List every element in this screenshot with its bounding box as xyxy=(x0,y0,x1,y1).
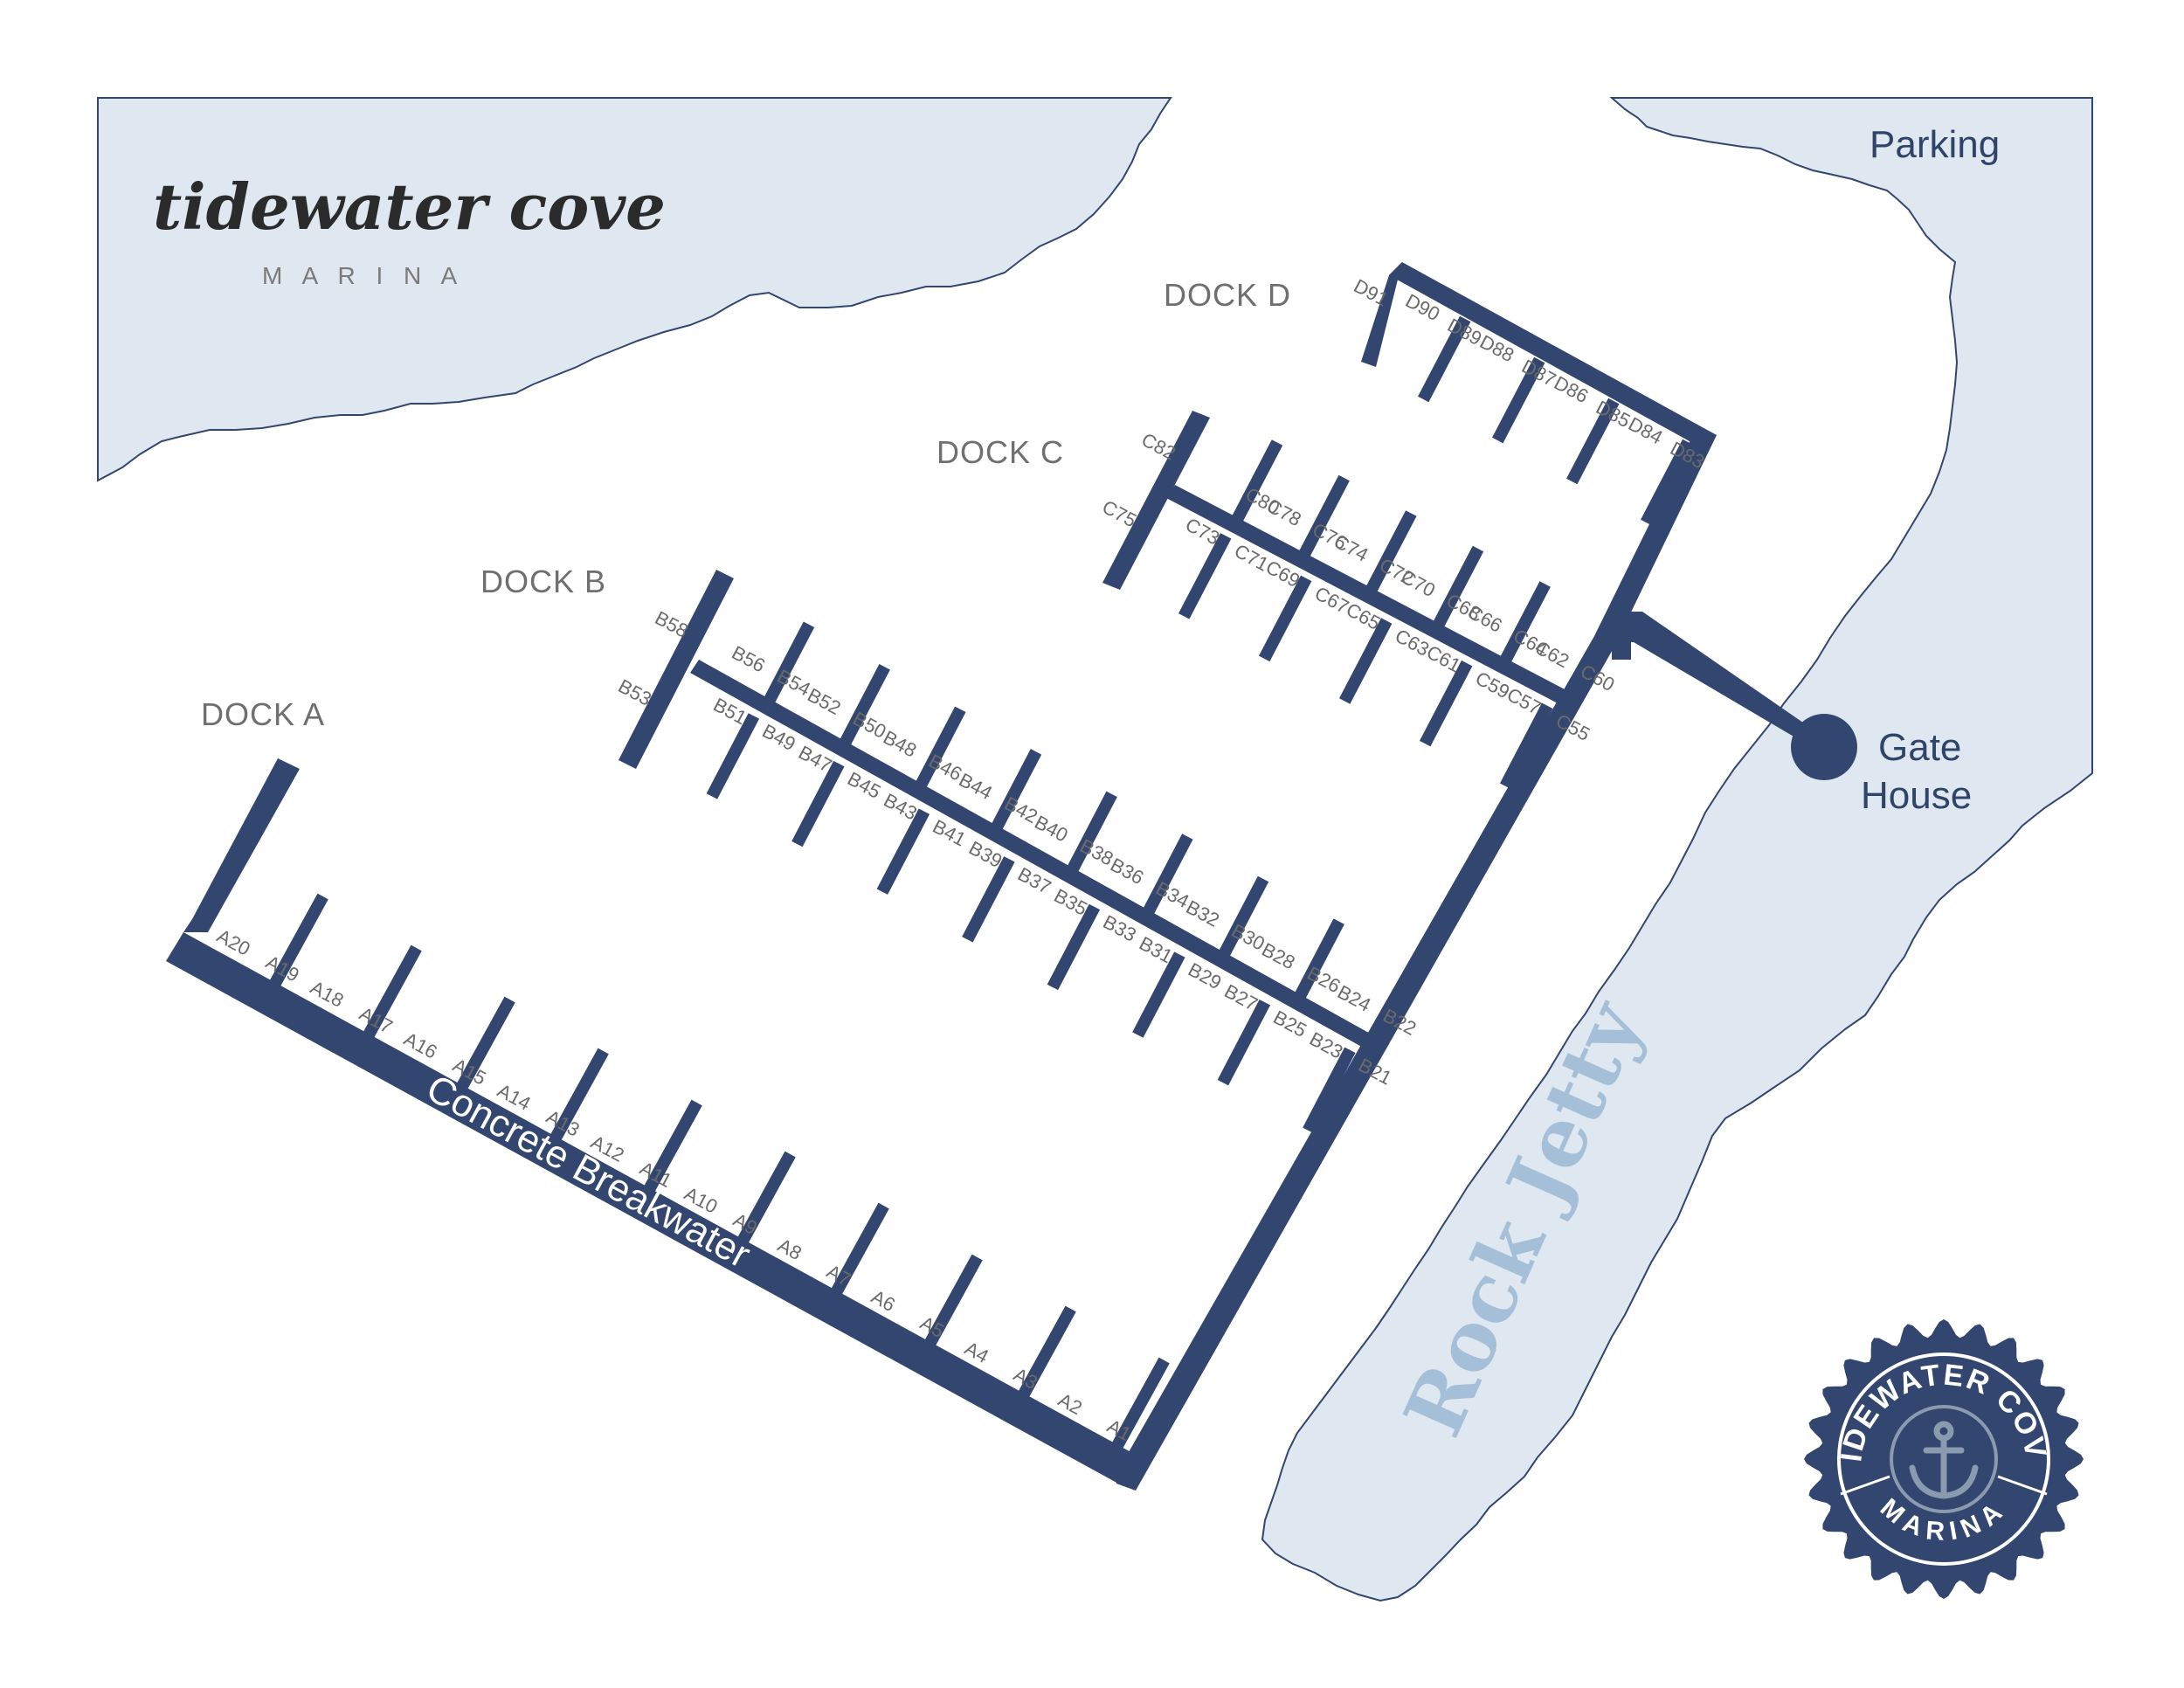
dock-b-finger-bottom xyxy=(1217,999,1271,1086)
badge-inner-ring xyxy=(1890,1405,1998,1513)
gate-house-label-line1: Gate xyxy=(1878,726,1961,769)
dock-b-end xyxy=(619,570,734,769)
dock-b-finger-top xyxy=(1215,875,1269,963)
land-northwest xyxy=(97,97,1172,482)
dock-a-finger xyxy=(549,1048,609,1142)
badge-divider-left xyxy=(1840,1475,1890,1496)
dock-b-finger-bottom xyxy=(791,760,845,847)
dock-b-finger-bottom xyxy=(1303,1047,1356,1134)
dock-c-end xyxy=(1102,411,1210,590)
marina-badge: TIDEWATER COVE MARINA xyxy=(1804,1319,2084,1599)
dock-a-finger xyxy=(923,1254,983,1348)
gate-house-label-line2: House xyxy=(1861,774,1972,817)
dock-a-spine xyxy=(183,758,300,932)
dock-c-finger-bottom xyxy=(1258,575,1312,662)
slip-label: B56 xyxy=(729,641,769,676)
land-east xyxy=(1261,97,2093,1602)
dock-b-walk xyxy=(690,660,1389,1057)
dock-a-finger xyxy=(1110,1357,1170,1451)
brand-sub-name: M A R I N A xyxy=(262,262,464,289)
dock-a-label: DOCK A xyxy=(201,696,325,732)
dock-c-walk xyxy=(1166,485,1583,712)
dock-d-finger xyxy=(1492,356,1545,444)
slip-label: B28 xyxy=(1258,938,1298,973)
dock-b-finger-top xyxy=(837,664,890,751)
slip-label: B24 xyxy=(1334,980,1374,1015)
dock-c-finger-top xyxy=(1565,616,1618,703)
dock-b-finger-bottom xyxy=(876,808,930,895)
brand-logo: tidewater cove M A R I N A xyxy=(153,169,666,289)
dock-b-finger-top xyxy=(761,621,815,708)
slip-label: B36 xyxy=(1107,854,1147,889)
breakwater-label: Concrete Breakwater xyxy=(419,1067,757,1276)
dock-a-finger xyxy=(269,893,328,987)
dock-c-label: DOCK C xyxy=(936,434,1064,470)
badge-divider-right xyxy=(1997,1475,2048,1496)
dock-b-finger-bottom xyxy=(1132,951,1185,1038)
dock-a-finger xyxy=(1017,1305,1076,1400)
dock-d-walk xyxy=(1389,262,1717,450)
dock-c-finger-bottom xyxy=(1499,702,1553,789)
badge-outer-ring xyxy=(1837,1352,2050,1566)
dock-b-finger-bottom xyxy=(706,713,760,799)
brand-script-name: tidewater cove xyxy=(153,169,666,244)
dock-c-finger-bottom xyxy=(1338,618,1393,704)
slip-label: B32 xyxy=(1183,896,1223,930)
dock-b-finger-top xyxy=(1291,918,1344,1005)
dock-c-finger-top xyxy=(1364,510,1417,597)
dock-a-finger xyxy=(643,1099,702,1193)
slip-label: B40 xyxy=(1031,811,1071,846)
dock-c-finger-top xyxy=(1497,581,1551,668)
dock-c-finger-top xyxy=(1296,474,1350,562)
dock-d-finger xyxy=(1566,398,1620,485)
dock-b-finger-top xyxy=(1367,960,1420,1048)
dock-c-finger-bottom xyxy=(1419,660,1473,747)
gate-walkway xyxy=(1616,612,1826,751)
dock-a-finger xyxy=(830,1202,889,1297)
anchor-icon xyxy=(1909,1421,1979,1499)
dock-d-finger xyxy=(1418,315,1471,403)
dock-d-finger xyxy=(1641,439,1694,526)
dock-a-finger xyxy=(456,996,515,1090)
dock-structures xyxy=(166,262,1857,1491)
dock-b-finger-top xyxy=(988,749,1042,835)
slip-label: B44 xyxy=(956,769,996,804)
land-areas xyxy=(97,97,2093,1602)
dock-b-finger-top xyxy=(913,706,966,793)
gate-house-marker xyxy=(1791,714,1857,780)
dock-b-label: DOCK B xyxy=(480,564,606,599)
gate-platform xyxy=(1612,612,1631,660)
dock-d-end xyxy=(1361,262,1402,367)
slip-label: B52 xyxy=(804,684,844,719)
parking-label: Parking xyxy=(1870,123,2000,166)
dock-a-finger xyxy=(363,944,422,1039)
concrete-breakwater xyxy=(166,932,1136,1484)
finger-piers xyxy=(269,315,1694,1451)
dock-b-finger-top xyxy=(1140,834,1193,920)
dock-c-finger-bottom xyxy=(1178,533,1232,619)
slip-label: B48 xyxy=(880,726,920,761)
dock-a-finger xyxy=(736,1151,796,1245)
dock-b-finger-top xyxy=(1064,791,1117,878)
dock-c-finger-top xyxy=(1430,545,1484,633)
dock-b-finger-bottom xyxy=(1047,903,1101,991)
dock-b-finger-bottom xyxy=(962,856,1015,943)
dock-c-finger-top xyxy=(1229,439,1283,526)
dock-d-label: DOCK D xyxy=(1164,277,1291,313)
